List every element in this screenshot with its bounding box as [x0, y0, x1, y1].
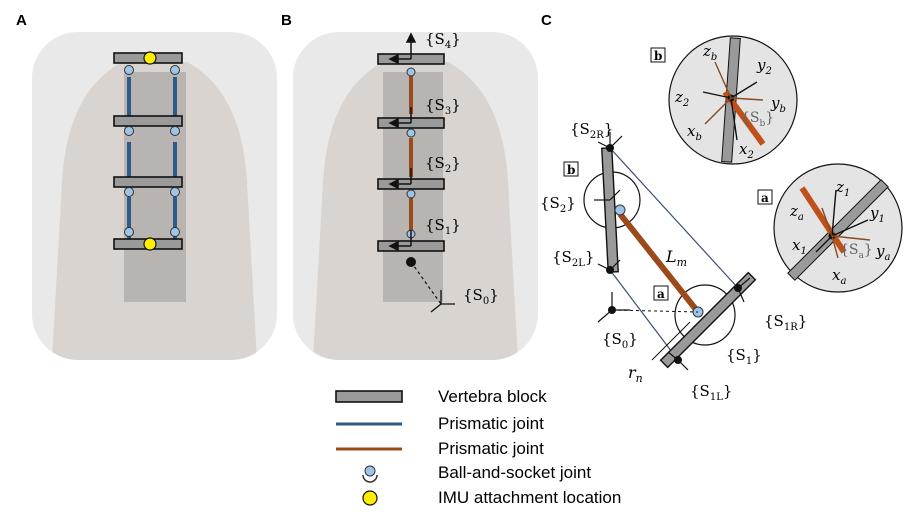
- label-z2: z2: [674, 88, 689, 109]
- inset-a-orange-link: [799, 186, 847, 254]
- label-s4: {S4}: [425, 32, 461, 51]
- inset-a-bar: [787, 179, 889, 281]
- label-y2: y2: [756, 56, 772, 77]
- frame-axes-b: [388, 32, 417, 252]
- tag-a-box: [653, 285, 669, 301]
- rn-line: [651, 321, 691, 361]
- panel-label-b: B: [281, 12, 292, 29]
- panel-a-photo: [32, 32, 277, 360]
- label-x1: x1: [792, 236, 807, 257]
- legend-label-vertebra: Vertebra block: [438, 387, 547, 406]
- label-ya: ya: [875, 242, 890, 263]
- inset-b: b zb y2 z2 yb xb {Sb} x2: [650, 35, 798, 165]
- label-xa: xa: [832, 266, 846, 287]
- label-zb: zb: [702, 42, 717, 63]
- label-sb: {Sb}: [741, 110, 774, 129]
- s0-axes-c: [597, 292, 630, 323]
- legend-row-prismatic-blue: Prismatic joint: [330, 413, 750, 435]
- orange-link-lm: [617, 212, 701, 314]
- inset-b-tag: b: [654, 49, 662, 63]
- label-s3: {S3}: [425, 96, 461, 117]
- imu-dot-icon: [362, 490, 378, 506]
- label-s1: {S1}: [425, 216, 461, 237]
- label-s0-c: {S0}: [602, 330, 638, 351]
- legend-label-prismatic-blue: Prismatic joint: [438, 414, 544, 433]
- inset-b-brown-axes: [704, 61, 764, 125]
- joint-circle-a: [674, 284, 736, 346]
- s0-dashed-link: [410, 261, 442, 305]
- inset-a-tag-box: [757, 189, 773, 205]
- label-x2: x2: [739, 140, 754, 161]
- vertebra-block-icon: [335, 390, 403, 403]
- label-yb: yb: [770, 94, 786, 115]
- inset-a: a z1 za y1 x1 {Sa} ya xa: [757, 163, 903, 293]
- tag-b-box: [563, 161, 579, 177]
- label-s2: {S2}: [425, 154, 461, 175]
- legend-label-imu: IMU attachment location: [438, 488, 622, 507]
- bar-axes: [594, 132, 751, 371]
- label-s1l: {S1L}: [690, 382, 732, 403]
- panel-b-photo: {S4} {S3} {S2} {S1} {S0}: [293, 32, 538, 360]
- upper-ball-joint: [614, 204, 626, 216]
- label-xb: xb: [687, 122, 702, 143]
- legend-row-prismatic-orange: Prismatic joint: [330, 438, 750, 460]
- label-rn: rn: [628, 363, 643, 385]
- ball-joints: [124, 65, 180, 237]
- panel-c-diagram: b a {S2R} {S2} {S2L} Lm {S0} {S1R} {S1} …: [540, 120, 807, 403]
- ball-socket-icon: [362, 465, 378, 483]
- tag-b: b: [567, 163, 575, 177]
- legend-row-ball-socket: Ball-and-socket joint: [330, 462, 750, 484]
- label-sa: {Sa}: [840, 242, 873, 261]
- label-lm: Lm: [665, 247, 687, 269]
- label-za: za: [789, 202, 804, 223]
- panel-a-diagram: [52, 51, 257, 360]
- inset-a-brown-axes: [821, 207, 871, 259]
- label-s2r: {S2R}: [570, 120, 613, 141]
- s0-axes: [430, 290, 455, 313]
- panel-label-a: A: [16, 12, 27, 29]
- legend-label-prismatic-orange: Prismatic joint: [438, 439, 544, 458]
- inset-a-tag: a: [761, 191, 769, 205]
- legend-row-imu: IMU attachment location: [330, 487, 750, 509]
- label-s1r: {S1R}: [764, 312, 807, 333]
- label-s2l: {S2L}: [552, 248, 594, 269]
- legend-row-vertebra: Vertebra block: [330, 386, 750, 408]
- inset-b-tag-box: [650, 47, 666, 63]
- inset-a-black-axes: [815, 189, 869, 253]
- blue-prismatic-joints: [127, 77, 177, 242]
- label-s0: {S0}: [463, 286, 499, 307]
- legend-label-ball-socket: Ball-and-socket joint: [438, 463, 592, 482]
- label-s1: {S1}: [726, 346, 762, 367]
- panel-label-c: C: [541, 12, 552, 29]
- tag-a: a: [657, 287, 665, 301]
- prismatic-blue-icon: [336, 422, 402, 426]
- label-y1: y1: [869, 204, 885, 225]
- imu-bottom-dot: [143, 237, 157, 251]
- panel-b-diagram: {S4} {S3} {S2} {S1} {S0}: [313, 32, 518, 360]
- lower-vertebra-bar: [659, 271, 757, 369]
- label-z1: z1: [835, 178, 850, 199]
- inset-b-black-axes: [702, 81, 758, 141]
- prismatic-orange-icon: [336, 447, 402, 451]
- imu-top-dot: [143, 51, 157, 65]
- label-s2: {S2}: [540, 194, 576, 215]
